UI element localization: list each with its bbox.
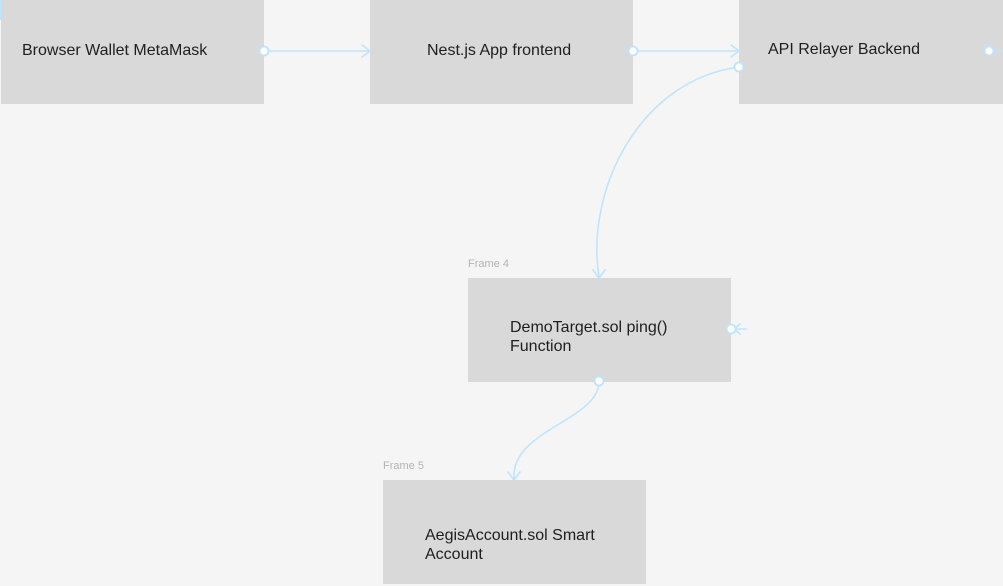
- wallet-frame[interactable]: Browser Wallet MetaMask: [1, 0, 264, 104]
- backend-frame[interactable]: API Relayer Backend: [739, 0, 1003, 104]
- aegis-account-frame-text: AegisAccount.sol Smart Account: [425, 527, 595, 563]
- demo-target-frame-text: DemoTarget.sol ping() Function: [510, 319, 668, 355]
- connector-stub-demo-target: [730, 323, 747, 335]
- aegis-account-frame-label: Frame 5: [383, 460, 424, 472]
- demo-target-frame[interactable]: DemoTarget.sol ping() Function: [468, 278, 731, 382]
- backend-frame-text: API Relayer Backend: [768, 41, 921, 58]
- frontend-frame[interactable]: Nest.js App frontend: [370, 0, 633, 104]
- connector-demo-target-to-aegis-account[interactable]: [507, 380, 600, 481]
- connector-frontend-to-backend[interactable]: [632, 44, 740, 58]
- aegis-account-frame[interactable]: AegisAccount.sol Smart Account: [383, 480, 646, 584]
- demo-target-frame-label: Frame 4: [468, 258, 509, 270]
- connector-wallet-to-frontend[interactable]: [263, 44, 371, 58]
- frontend-frame-text: Nest.js App frontend: [427, 42, 572, 59]
- wallet-frame-text: Browser Wallet MetaMask: [22, 42, 208, 59]
